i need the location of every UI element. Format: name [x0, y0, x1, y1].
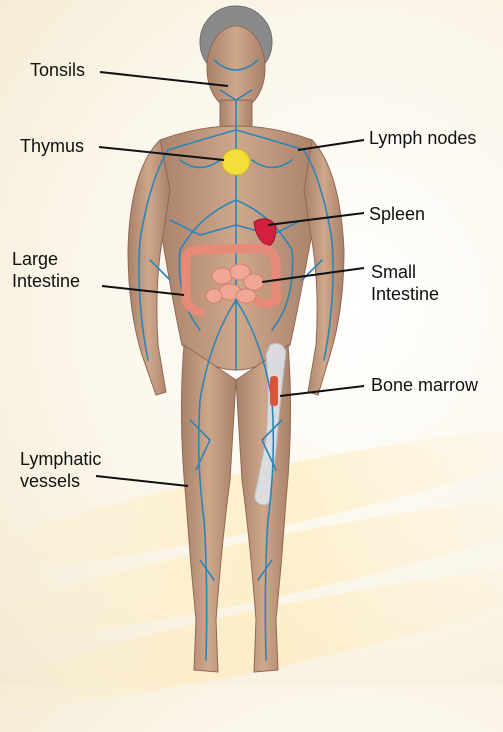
thymus-organ [222, 149, 250, 175]
label-lymph-nodes: Lymph nodes [369, 127, 476, 149]
label-large-intestine: Large Intestine [12, 248, 80, 292]
left-leg [181, 345, 236, 672]
diagram-canvas: Tonsils Thymus Large Intestine Lymphatic… [0, 0, 503, 685]
label-thymus: Thymus [20, 135, 84, 157]
label-bone-marrow: Bone marrow [371, 374, 478, 396]
head [207, 26, 265, 110]
label-lymphatic-vessels: Lymphatic vessels [20, 448, 101, 492]
bone-marrow-leader [280, 386, 364, 396]
label-small-intestine: Small Intestine [371, 261, 439, 305]
left-arm [128, 140, 170, 395]
right-leg [236, 345, 291, 672]
lymphatic-system-figure [0, 0, 503, 685]
bone-marrow-organ [270, 376, 278, 406]
label-tonsils: Tonsils [30, 59, 85, 81]
label-spleen: Spleen [369, 203, 425, 225]
lymphatic-vessels-leader [96, 476, 188, 486]
